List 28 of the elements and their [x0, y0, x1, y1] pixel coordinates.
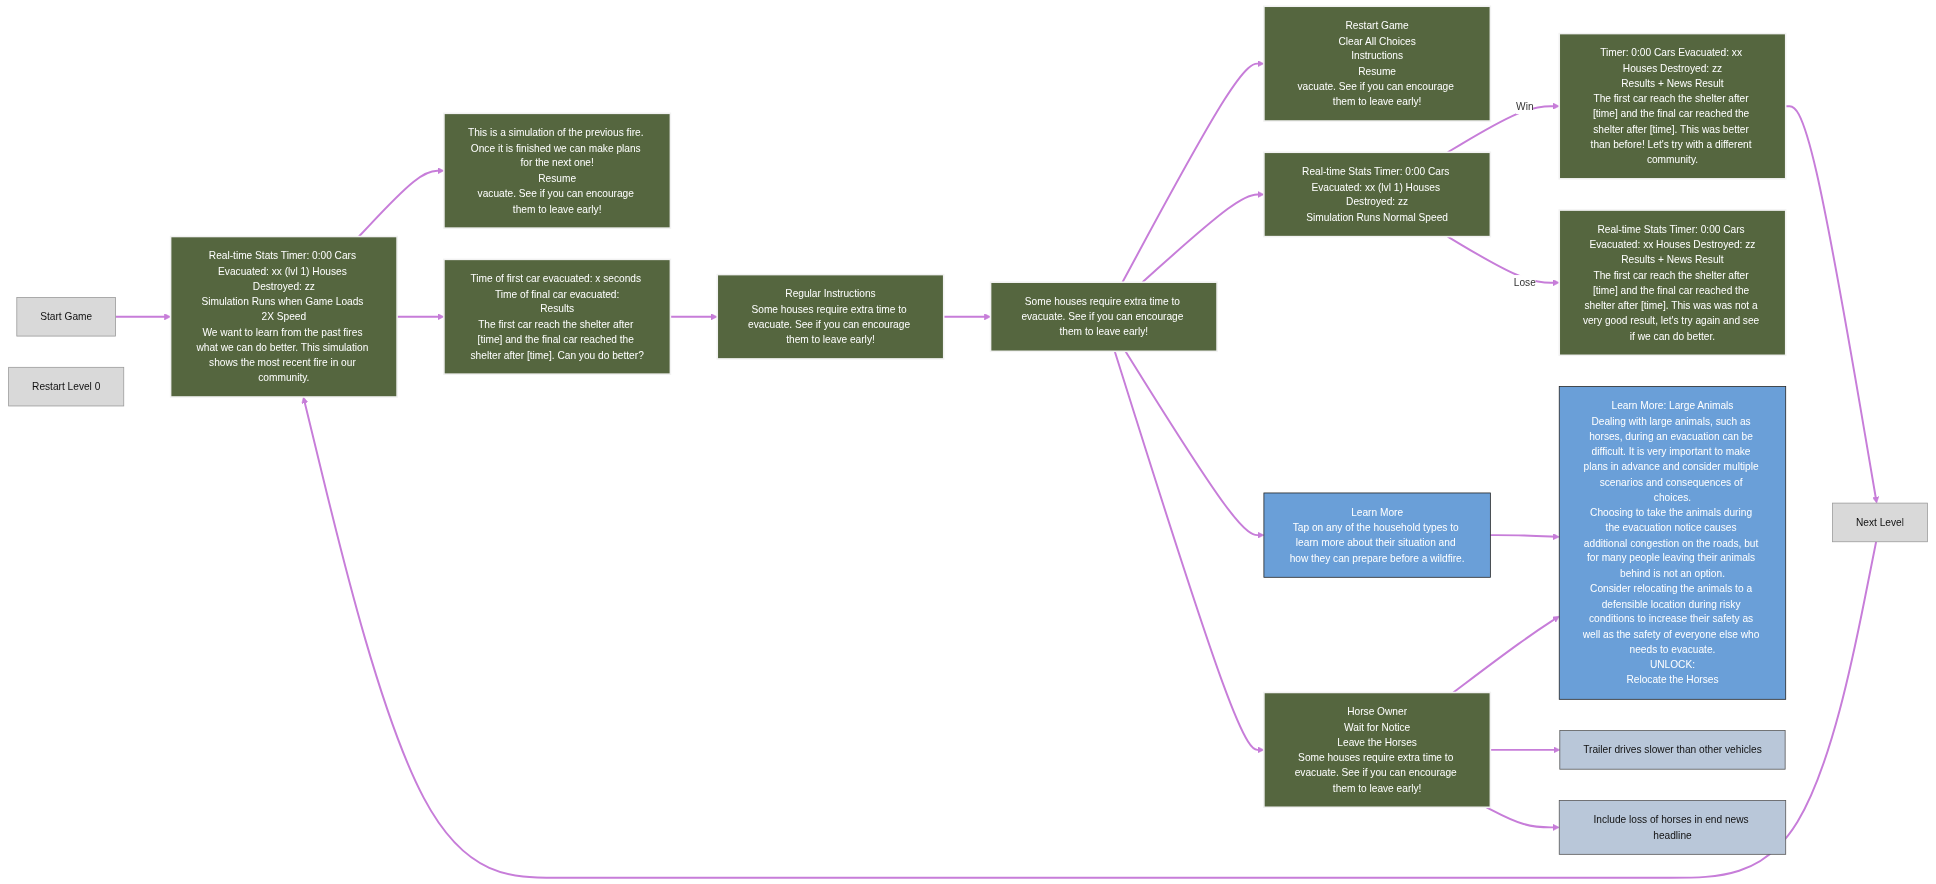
- node-box: Include loss of horses in end news headline: [1558, 800, 1787, 855]
- arrow: [1113, 350, 1265, 754]
- node-box: Start Game: [16, 297, 116, 337]
- node-box: Restart Game Clear All Choices Instructions Resume vacuate. See if you can encourage them to leave early!: [1263, 5, 1492, 122]
- node-box: This is a simulation of the previous fire. Once it is finished we can make plans for the next one! Resume vacuate. See if you can encourage them to leave early!: [443, 112, 672, 229]
- node-box: Some houses require extra time to evacuate. See if you can encourage them to leave early!: [989, 281, 1218, 353]
- node-box: Restart Level 0: [8, 366, 125, 407]
- arrow: [1446, 102, 1560, 154]
- node-box: Learn More: Large Animals Dealing with large animals, such as horses, during an evacuation can be difficult. It is very important to make plans in advance and consider multiple scenarios and consequences of choices. Choosing to take the animals during the evacuation notice causes additional congestion on the roads, but for many people leaving their animals behind is not an option. Consider relocating the animals to a defensible location during risky conditions to increase their safety as well as the safety of everyone else who needs to evacuate. UNLOCK: Relocate the Horses: [1558, 386, 1787, 700]
- node-box: Time of first car evacuated: x seconds Time of final car evacuated: Results The first car reach the shelter after [time] and the final car reached the shelter after [time]. Can you do better?: [443, 258, 672, 375]
- node-box: Real-time Stats Timer: 0:00 Cars Evacuated: xx Houses Destroyed: zz Results + News Result The first car reach the shelter after [time] and the final car reached the shelter after [time]. This was was not a very good result, let's try again and see if we can do better.: [1558, 209, 1787, 357]
- arrow: [301, 396, 1878, 879]
- node-box: Real-time Stats Timer: 0:00 Cars Evacuated: xx (lvl 1) Houses Destroyed: zz Simulation Runs when Game Loads 2X Speed We want to learn from the past fires what we can do better. This simulation shows the most recent fire in our community.: [169, 235, 398, 398]
- arrow: [1452, 615, 1560, 694]
- arrow: [114, 313, 171, 321]
- arrow: [1446, 235, 1560, 287]
- node-box: Regular Instructions Some houses require extra time to evacuate. See if you can encourage them to leave early!: [716, 273, 945, 360]
- arrow: [1489, 533, 1560, 541]
- edge-label: Win: [1516, 100, 1534, 112]
- arrow: [1485, 806, 1560, 831]
- node-box: Learn More Tap on any of the household types to learn more about their situation and how they can prepare before a wildfire.: [1263, 492, 1491, 578]
- node-box: Real-time Stats Timer: 0:00 Cars Evacuated: xx (lvl 1) Houses Destroyed: zz Simulation Runs Normal Speed: [1263, 151, 1492, 238]
- node-box: Next Level: [1832, 502, 1928, 543]
- node-box: Horse Owner Wait for Notice Leave the Horses Some houses require extra time to evacuate. See if you can encourage them to leave early!: [1263, 691, 1492, 809]
- node-box: Timer: 0:00 Cars Evacuated: xx Houses Destroyed: zz Results + News Result The first car reach the shelter after [time] and the final car reached the shelter after [time]. This was better than before! Let's try with a different community.: [1558, 32, 1787, 180]
- node-box: Trailer drives slower than other vehicles: [1559, 730, 1786, 770]
- edge-label: Lose: [1513, 276, 1536, 289]
- arrow: [1124, 350, 1265, 539]
